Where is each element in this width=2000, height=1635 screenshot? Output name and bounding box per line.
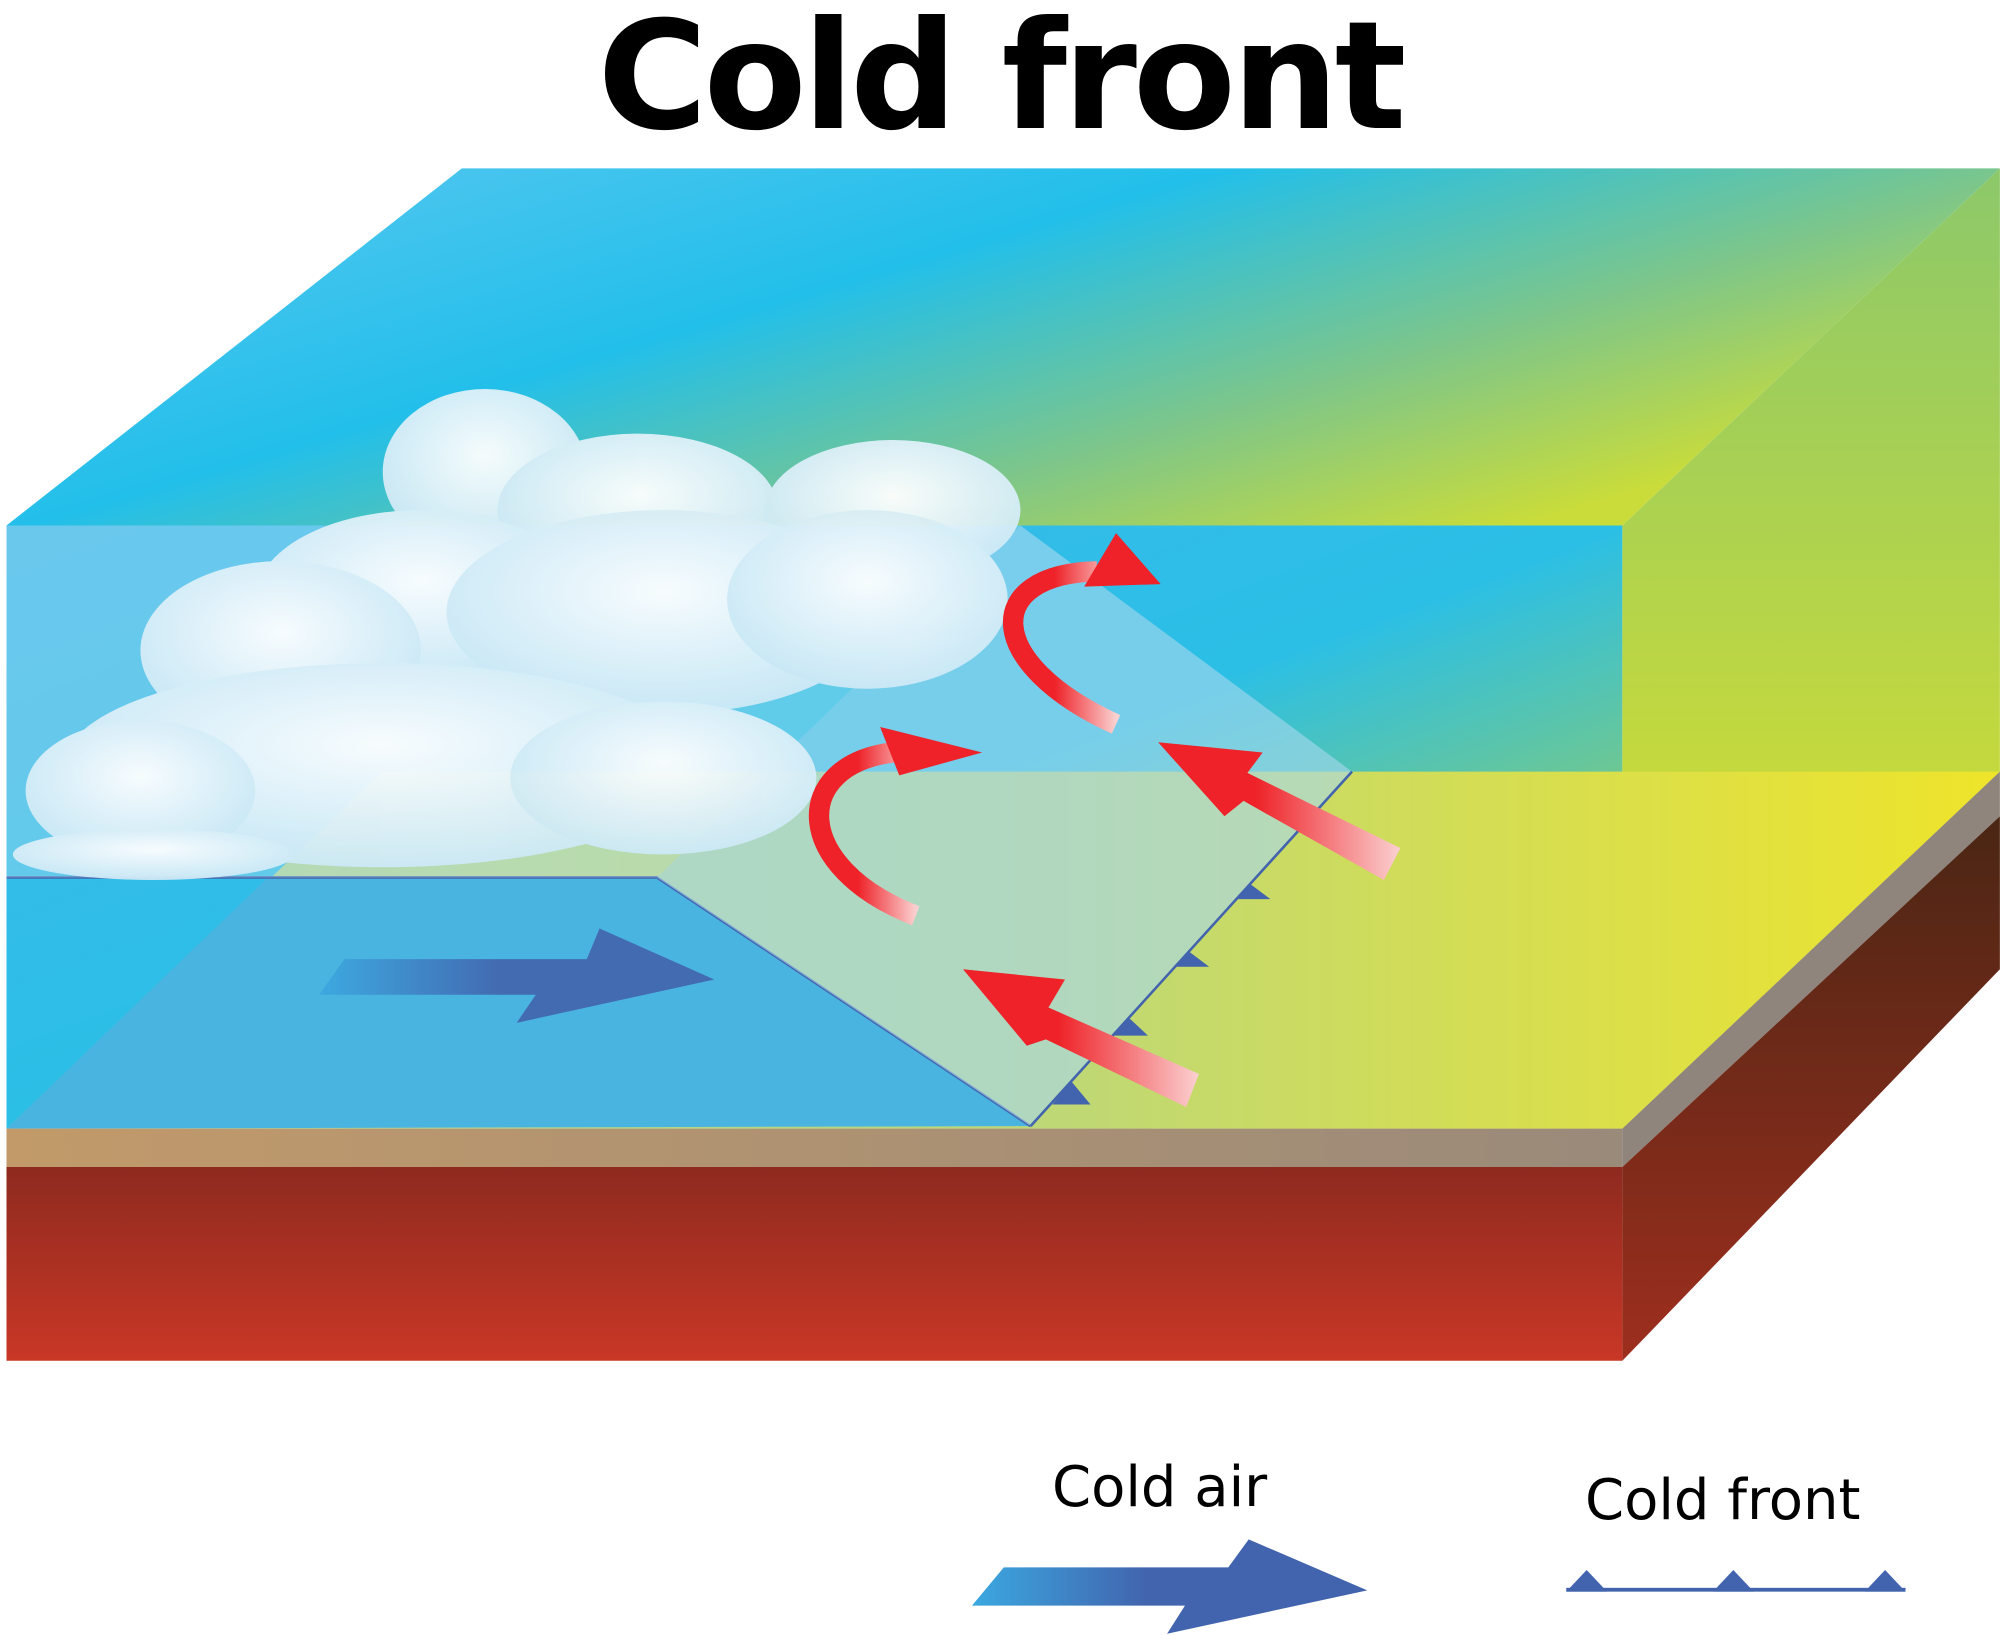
soil-front bbox=[6, 1166, 1623, 1361]
legend-cold-air-label: Cold air bbox=[1052, 1455, 1268, 1520]
warm-air-curl-lower bbox=[808, 742, 920, 926]
cold-air-flow-arrow bbox=[318, 928, 715, 1023]
warm-air-arrow-lower bbox=[963, 969, 1199, 1108]
cold-front-symbol-icon bbox=[1566, 1569, 1906, 1592]
soil-strip bbox=[6, 1128, 1623, 1167]
warm-air-curl-upper bbox=[1002, 561, 1121, 734]
cloud bbox=[12, 388, 1021, 880]
cold-air-mass-ground bbox=[6, 877, 1031, 1129]
warm-air-arrow-upper bbox=[1158, 742, 1401, 880]
soil-side bbox=[1622, 816, 2000, 1361]
cold-wedge-slope bbox=[656, 525, 1352, 1127]
cold-air-arrow-icon bbox=[971, 1539, 1368, 1634]
warm-air-arrows bbox=[808, 533, 1401, 1108]
page-title: Cold front bbox=[597, 0, 1407, 164]
legend-cold-front-label: Cold front bbox=[1585, 1468, 1861, 1533]
soil-strip-side bbox=[1622, 771, 2000, 1167]
